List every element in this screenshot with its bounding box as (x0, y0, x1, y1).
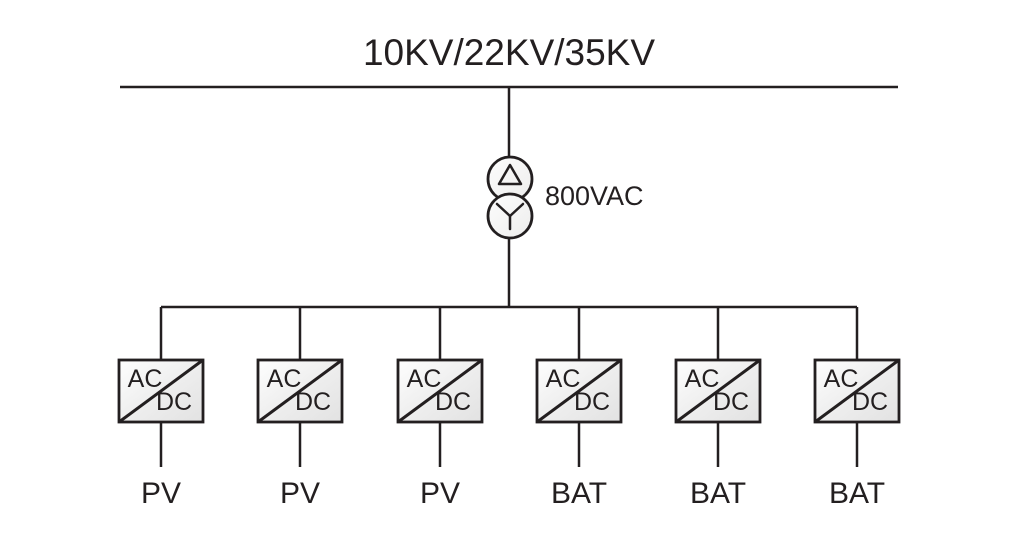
converter-ac-label: AC (267, 365, 302, 393)
converter-ac-label: AC (824, 365, 859, 393)
converter-ac-label: AC (546, 365, 581, 393)
converter-ac-label: AC (128, 365, 163, 393)
transformer-symbol (486, 155, 534, 240)
converter-ac-label: AC (685, 365, 720, 393)
converter-dc-label: DC (435, 388, 471, 416)
transformer-voltage-label: 800VAC (545, 181, 644, 211)
terminal-label: BAT (829, 477, 885, 510)
diagram-title: 10KV/22KV/35KV (363, 32, 655, 73)
terminal-label: PV (420, 477, 460, 510)
converter-dc-label: DC (713, 388, 749, 416)
converter-unit: AC DC PV (256, 307, 344, 510)
converter-diagonal-line (257, 358, 343, 424)
converter-ac-label: AC (407, 365, 442, 393)
wye-winding-icon (495, 202, 525, 231)
delta-winding-icon (497, 163, 523, 186)
converter-unit: AC DC BAT (813, 307, 901, 510)
converter-diagonal-line (814, 358, 900, 424)
converter-diagonal-line (536, 358, 622, 424)
converter-unit: AC DC BAT (674, 307, 762, 510)
converter-diagonal-line (118, 358, 204, 424)
converter-unit: AC DC BAT (535, 307, 623, 510)
converter-diagonal-line (397, 358, 483, 424)
converter-unit: AC DC PV (117, 307, 205, 510)
terminal-label: PV (280, 477, 320, 510)
terminal-label: BAT (690, 477, 746, 510)
converter-dc-label: DC (295, 388, 331, 416)
converter-dc-label: DC (574, 388, 610, 416)
converter-dc-label: DC (852, 388, 888, 416)
converter-unit: AC DC PV (396, 307, 484, 510)
terminal-label: PV (141, 477, 181, 510)
terminal-label: BAT (551, 477, 607, 510)
converter-diagonal-line (675, 358, 761, 424)
converter-dc-label: DC (156, 388, 192, 416)
